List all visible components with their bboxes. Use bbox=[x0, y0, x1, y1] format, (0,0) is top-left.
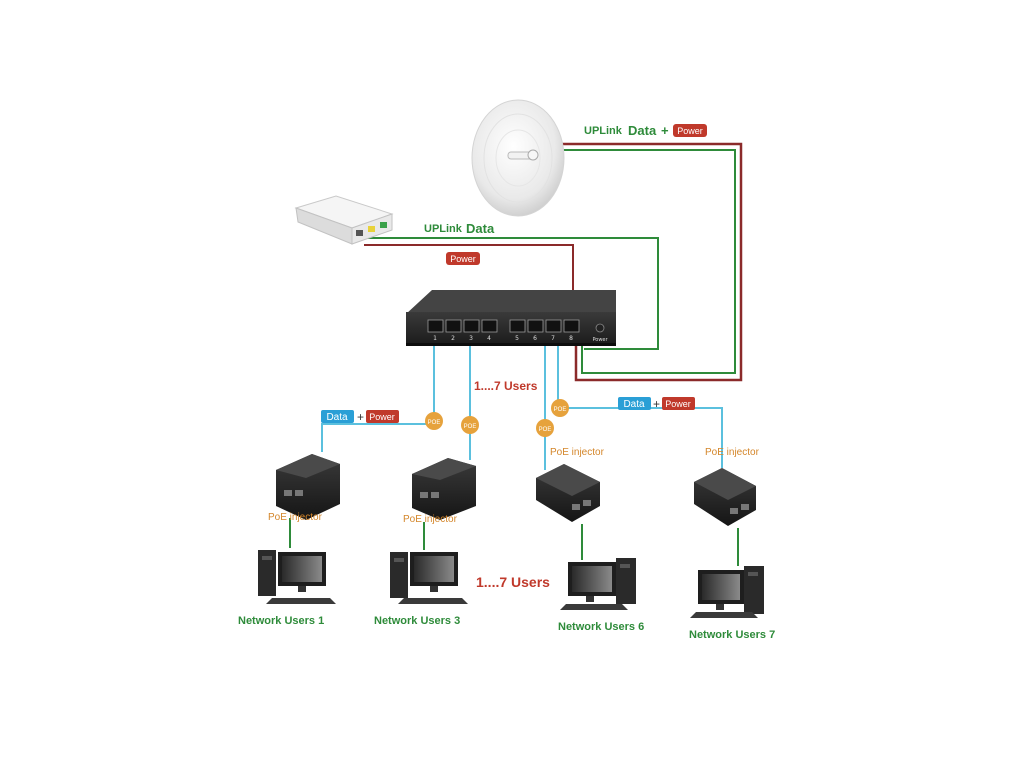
poe-badge-text: POE bbox=[428, 420, 441, 426]
poe-switch-device: 1 2 3 4 5 6 7 8 Power bbox=[406, 290, 616, 346]
port-number: 7 bbox=[551, 335, 555, 342]
uplink-label: UPLink bbox=[584, 125, 623, 137]
poe-badge-text: POE bbox=[539, 427, 552, 433]
antenna-uplink-label: UPLink Data + Power bbox=[584, 123, 707, 138]
network-user-label: Network Users 7 bbox=[689, 629, 775, 641]
injector-label: PoE injector bbox=[268, 512, 323, 523]
power-badge-text: Power bbox=[450, 254, 476, 264]
power-badge-text: Power bbox=[665, 399, 691, 409]
poe-badge-text: POE bbox=[464, 424, 477, 430]
poe-injector-3: PoE injector bbox=[536, 447, 605, 522]
users-range-top: 1....7 Users bbox=[474, 379, 538, 393]
switch-power-label: Power bbox=[592, 337, 608, 343]
data-badge bbox=[321, 410, 354, 423]
injector-label: PoE injector bbox=[705, 447, 760, 458]
uplink-data-word: Data bbox=[628, 123, 657, 138]
power-badge bbox=[673, 124, 707, 137]
network-user-label: Network Users 3 bbox=[374, 615, 460, 627]
antenna-dish-device bbox=[471, 99, 565, 217]
port-number: 1 bbox=[433, 335, 437, 342]
users-range-bottom: 1....7 Users bbox=[476, 574, 550, 590]
network-user-pc-3: Network Users 3 bbox=[374, 552, 468, 627]
router-uplink-label: UPLink Data Power bbox=[424, 221, 495, 265]
uplink-label: UPLink bbox=[424, 223, 463, 235]
right-data-power-label: Data + Power bbox=[618, 397, 695, 411]
switch-ports bbox=[427, 319, 580, 333]
plus-sign: + bbox=[653, 397, 660, 411]
network-user-pc-1: Network Users 1 bbox=[238, 550, 336, 627]
router-data-cable bbox=[368, 237, 659, 350]
poe-badges: POE POE POE POE bbox=[425, 399, 569, 437]
network-user-label: Network Users 6 bbox=[558, 621, 644, 633]
port-number: 4 bbox=[487, 335, 491, 342]
data-badge-text: Data bbox=[623, 399, 645, 410]
poe-badge-text: POE bbox=[554, 407, 567, 413]
port-number: 2 bbox=[451, 335, 455, 342]
poe-badge bbox=[536, 419, 554, 437]
uplink-data-word: Data bbox=[466, 221, 495, 236]
data-badge bbox=[618, 397, 651, 410]
injector-to-pc-cables bbox=[289, 518, 739, 566]
power-badge bbox=[662, 397, 695, 410]
power-badge bbox=[446, 252, 480, 265]
poe-badge bbox=[425, 412, 443, 430]
plus-sign: + bbox=[661, 123, 669, 138]
network-user-pc-6: Network Users 6 bbox=[558, 558, 644, 633]
antenna-uplink-cable bbox=[558, 142, 743, 382]
router-power-cable bbox=[364, 244, 574, 300]
power-badge-text: Power bbox=[369, 412, 395, 422]
poe-injector-1: PoE injector bbox=[268, 454, 340, 523]
plus-sign: + bbox=[357, 410, 364, 424]
injector-label: PoE injector bbox=[550, 447, 605, 458]
network-user-pc-7: Network Users 7 bbox=[689, 566, 775, 641]
router-device bbox=[294, 195, 394, 245]
port-number: 5 bbox=[515, 335, 519, 342]
left-data-power-label: Data + Power bbox=[321, 410, 399, 424]
poe-badge bbox=[461, 416, 479, 434]
port-number: 8 bbox=[569, 335, 573, 342]
injector-label: PoE injector bbox=[403, 514, 458, 525]
switch-port-numbers: 1 2 3 4 5 6 7 8 bbox=[433, 335, 573, 342]
poe-injector-2: PoE injector bbox=[403, 458, 476, 525]
poe-injector-4: PoE injector bbox=[694, 447, 760, 526]
power-badge-text: Power bbox=[677, 126, 703, 136]
network-user-label: Network Users 1 bbox=[238, 615, 324, 627]
port-number: 6 bbox=[533, 335, 537, 342]
switch-power-button bbox=[595, 323, 605, 333]
power-badge bbox=[366, 410, 399, 423]
poe-badge bbox=[551, 399, 569, 417]
data-badge-text: Data bbox=[326, 412, 348, 423]
port-number: 3 bbox=[469, 335, 473, 342]
